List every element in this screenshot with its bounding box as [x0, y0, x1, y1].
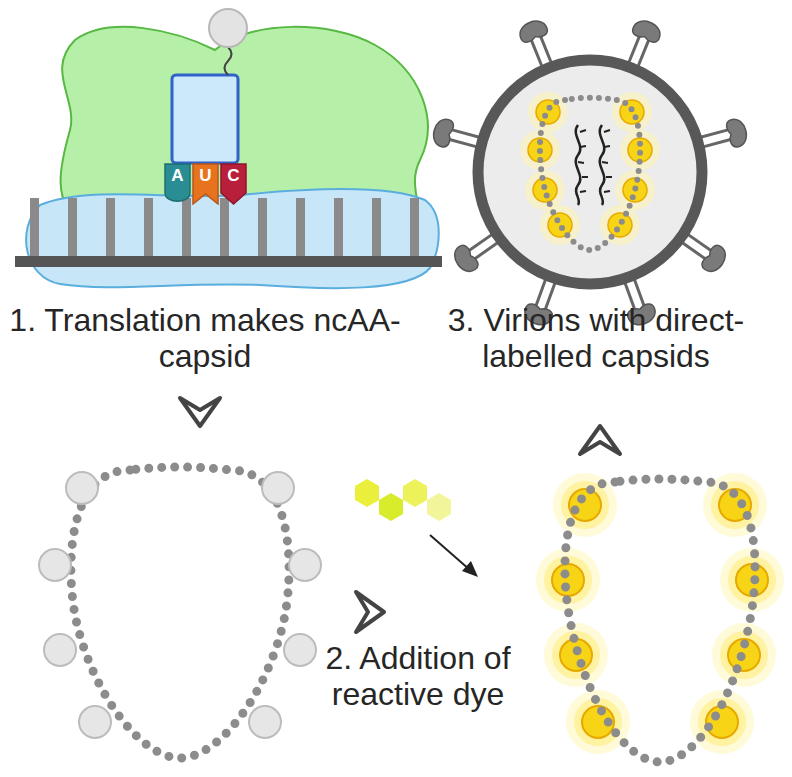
- anticodon-tag: U: [192, 163, 219, 205]
- base-letter: C: [220, 163, 247, 186]
- step-arrow: [180, 398, 220, 426]
- ncaa-capsid: [39, 467, 321, 758]
- anticodon-tag: C: [220, 163, 247, 205]
- anticodon-tag: A: [164, 163, 191, 205]
- base-letter: A: [164, 163, 191, 186]
- step-arrow: [580, 426, 620, 454]
- trna: [172, 9, 247, 163]
- base-letter: U: [192, 163, 219, 186]
- step-label: 1. Translation makes ncAA-capsid: [0, 302, 410, 374]
- step-label: 2. Addition of reactive dye: [296, 640, 540, 712]
- reactive-dye: [355, 479, 478, 577]
- step-label: 3. Virions with direct-labelled capsids: [404, 302, 788, 374]
- step-arrow: [356, 592, 384, 632]
- virion: [431, 17, 750, 328]
- ribosome: [15, 27, 442, 288]
- labelled-capsid: [536, 473, 784, 762]
